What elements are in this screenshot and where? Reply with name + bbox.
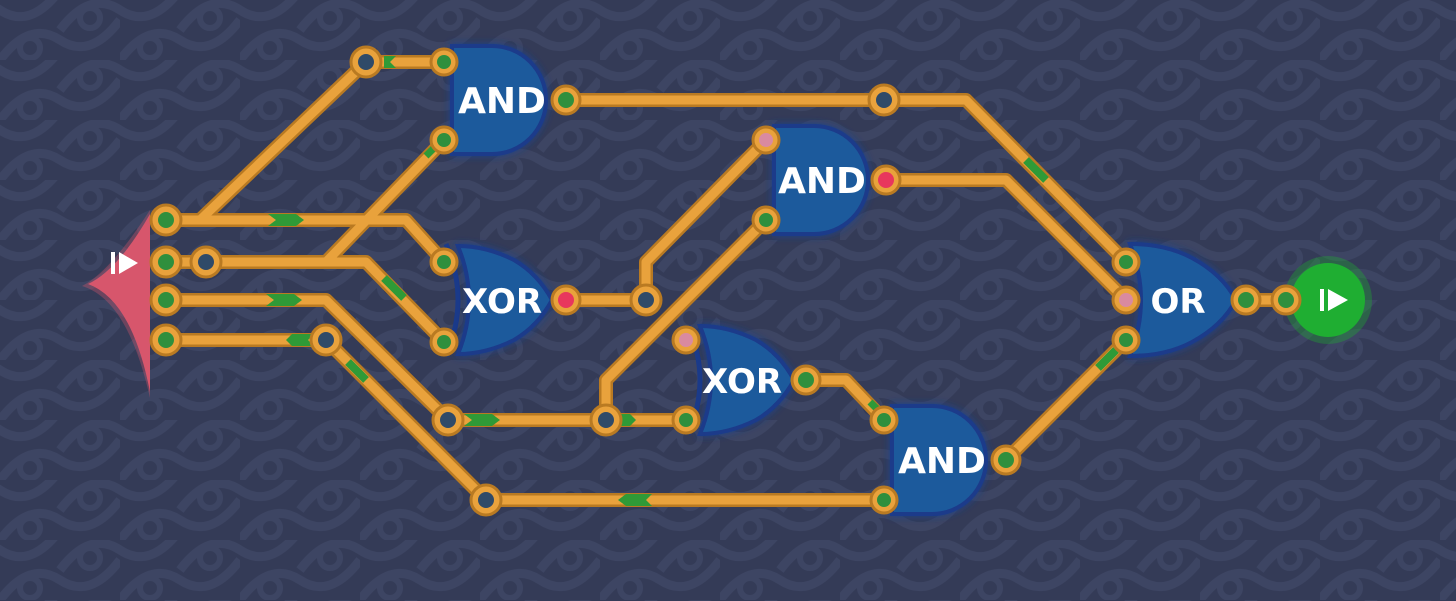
signal-pulse <box>1095 347 1119 371</box>
junction-node[interactable] <box>309 323 343 357</box>
input-pins <box>149 203 183 357</box>
signal-pulse <box>618 494 652 506</box>
gate-and-3[interactable]: AND <box>869 404 1022 516</box>
gate-label: OR <box>1150 282 1205 322</box>
gate-label: AND <box>778 161 866 202</box>
gate-output-pin[interactable] <box>1230 284 1262 316</box>
output-pin[interactable] <box>1270 284 1302 316</box>
play-icon <box>111 252 138 274</box>
gate-input-pin[interactable] <box>1111 285 1141 315</box>
signal-pulse <box>266 294 302 306</box>
gate-or-1[interactable]: OR <box>1111 241 1262 359</box>
gate-input-pin[interactable] <box>671 325 701 355</box>
gate-xor-2[interactable]: XOR <box>671 323 822 437</box>
gate-input-pin[interactable] <box>751 205 781 235</box>
signal-pulse <box>620 414 636 426</box>
gate-label: XOR <box>462 282 542 322</box>
gate-input-pin[interactable] <box>1111 325 1141 355</box>
gate-output-pin[interactable] <box>790 364 822 396</box>
signal-pulse <box>1023 157 1049 183</box>
play-icon <box>1320 289 1348 311</box>
gate-input-pin[interactable] <box>671 405 701 435</box>
gate-input-pin[interactable] <box>751 125 781 155</box>
gate-output-pin[interactable] <box>990 444 1022 476</box>
gate-input-pin[interactable] <box>429 247 459 277</box>
gate-input-pin[interactable] <box>429 125 459 155</box>
gate-input-pin[interactable] <box>869 405 899 435</box>
gate-output-pin[interactable] <box>870 164 902 196</box>
gate-xor-1[interactable]: XOR <box>429 243 582 357</box>
gate-input-pin[interactable] <box>429 47 459 77</box>
signal-pulse <box>286 334 314 346</box>
output-node[interactable] <box>1270 256 1372 344</box>
input-pin[interactable] <box>149 203 183 237</box>
input-pin[interactable] <box>149 245 183 279</box>
junction-node[interactable] <box>589 403 623 437</box>
junction-node[interactable] <box>469 483 503 517</box>
junctions <box>189 45 901 517</box>
signal-pulses <box>266 56 1119 506</box>
gate-label: XOR <box>702 362 782 402</box>
input-pin[interactable] <box>149 323 183 357</box>
gate-input-pin[interactable] <box>869 485 899 515</box>
junction-node[interactable] <box>189 245 223 279</box>
input-pin[interactable] <box>149 283 183 317</box>
gate-input-pin[interactable] <box>1111 247 1141 277</box>
signal-pulse <box>345 359 369 383</box>
junction-node[interactable] <box>431 403 465 437</box>
signal-pulse <box>381 275 407 301</box>
signal-pulse <box>384 56 396 68</box>
junction-node[interactable] <box>867 83 901 117</box>
gate-label: AND <box>898 441 986 482</box>
junction-node[interactable] <box>349 45 383 79</box>
input-node[interactable] <box>82 203 183 398</box>
gate-label: AND <box>458 81 546 122</box>
junction-node[interactable] <box>629 283 663 317</box>
signal-pulse <box>268 214 304 226</box>
gate-output-pin[interactable] <box>550 284 582 316</box>
gate-input-pin[interactable] <box>429 327 459 357</box>
gate-output-pin[interactable] <box>550 84 582 116</box>
gate-and-1[interactable]: AND <box>429 44 582 156</box>
signal-pulse <box>464 414 500 426</box>
gate-and-2[interactable]: AND <box>751 124 902 236</box>
